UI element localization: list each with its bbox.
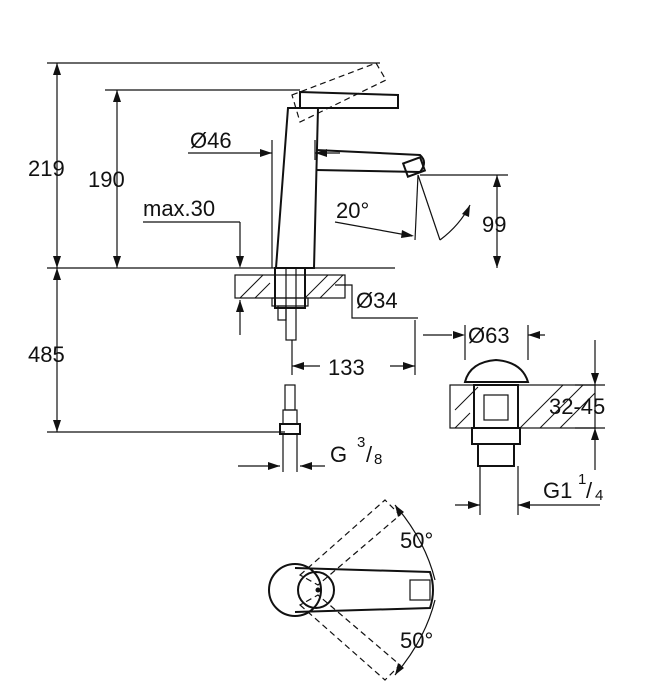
label-hose-length: 485 (28, 342, 65, 367)
label-drain-thread-den: 4 (595, 487, 603, 504)
label-spout-angle: 20° (336, 198, 369, 223)
label-rotation-left: 50° (400, 528, 433, 553)
label-projection: 133 (328, 355, 365, 380)
label-drain-diameter: Ø63 (468, 323, 510, 348)
label-drain-thread-num: 1 (578, 471, 586, 488)
label-rotation-right: 50° (400, 628, 433, 653)
label-outlet-height: 99 (482, 212, 506, 237)
label-connection-slash: / (366, 442, 373, 467)
label-drain-thread-slash: / (586, 478, 593, 503)
dimension-lines (47, 62, 508, 470)
label-hole-diameter: Ø34 (356, 288, 398, 313)
label-body-diameter: Ø46 (190, 128, 232, 153)
label-spout-height: 190 (88, 167, 125, 192)
label-max-deck-thickness: max.30 (143, 196, 215, 221)
label-connection-g: G (330, 442, 347, 467)
label-connection-num: 3 (357, 434, 365, 451)
faucet-top-view (268, 499, 436, 681)
drain-assembly (423, 325, 605, 515)
label-drain-range: 32-45 (549, 394, 605, 419)
label-total-height: 219 (28, 156, 65, 181)
faucet-side-view (234, 62, 427, 472)
label-drain-thread: G1 (543, 478, 572, 503)
label-connection-den: 8 (374, 451, 382, 468)
